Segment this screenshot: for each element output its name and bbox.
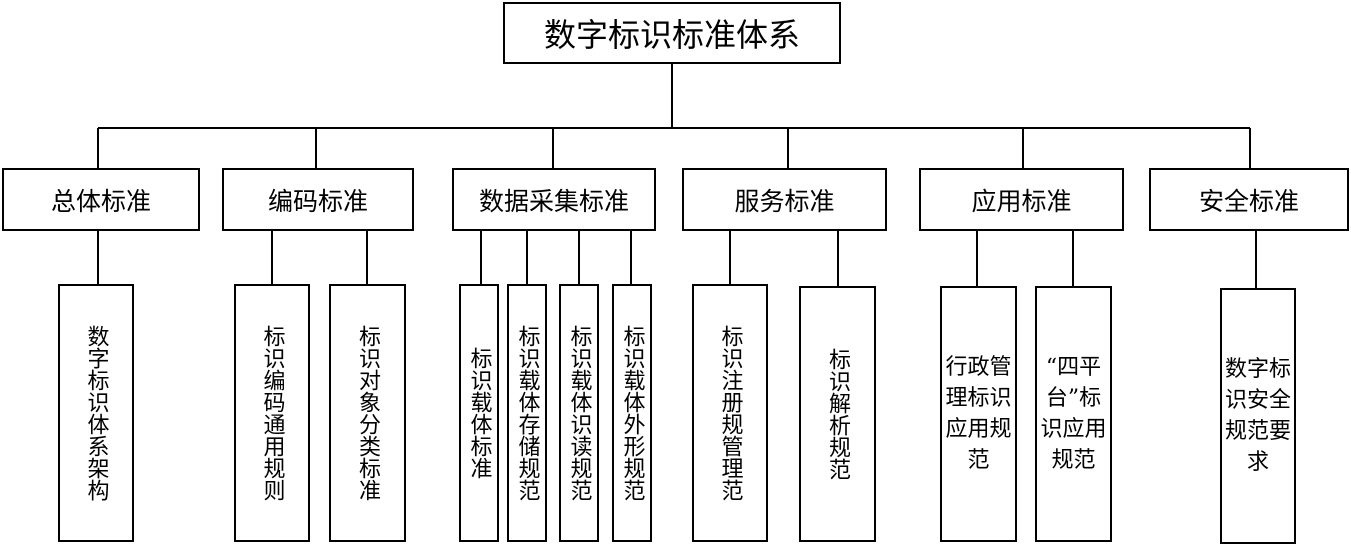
category-coding: 编码标准 [222,168,414,231]
leaf-security-req: 数字标识安全规范要求 [1220,288,1296,544]
leaf-coding-general: 标识编码通用规则 [234,284,310,542]
leaf-carrier-storage: 标识载体存储规范 [507,284,547,542]
root-label: 数字标识标准体系 [543,16,800,54]
leaf-four-platform: “四平台”标识应用规范 [1035,286,1112,542]
leaf-label: 数字标识体系架构 [83,325,109,501]
leaf-label: 标识对象分类标准 [355,325,380,501]
category-service: 服务标准 [682,168,887,231]
leaf-register: 标识注册规管理范 [692,284,768,542]
leaf-carrier-read: 标识载体识读规范 [559,284,599,542]
category-label: 数据采集标准 [478,186,629,216]
leaf-architecture: 数字标识体系架构 [58,284,134,542]
leaf-label: 标识载体识读规范 [566,325,592,501]
leaf-label: 标识注册规管理范 [717,325,743,501]
category-label: 编码标准 [267,186,368,216]
leaf-admin-app: 行政管理标识应用规范 [940,286,1017,542]
category-label: 安全标准 [1198,186,1299,216]
leaf-label: “四平台”标识应用规范 [1040,355,1107,473]
category-collection: 数据采集标准 [452,168,656,231]
leaf-resolve: 标识解析规范 [799,286,876,542]
category-overall: 总体标准 [2,168,200,231]
category-label: 服务标准 [734,186,835,216]
leaf-label: 行政管理标识应用规范 [945,355,1012,473]
leaf-label: 标识载体存储规范 [514,325,540,501]
leaf-label: 标识编码通用规则 [259,325,285,501]
category-application: 应用标准 [919,168,1124,231]
leaf-label: 标识解析规范 [825,348,850,480]
category-security: 安全标准 [1149,168,1349,231]
leaf-label: 标识载体外形规范 [619,325,645,501]
leaf-label: 标识载体标准 [466,347,492,479]
leaf-label: 数字标识安全规范要求 [1225,357,1292,475]
root-node: 数字标识标准体系 [503,2,841,64]
leaf-object-class: 标识对象分类标准 [329,284,406,542]
category-label: 应用标准 [971,186,1072,216]
leaf-carrier-standard: 标识载体标准 [459,284,499,542]
category-label: 总体标准 [50,186,151,216]
leaf-carrier-shape: 标识载体外形规范 [612,284,652,542]
